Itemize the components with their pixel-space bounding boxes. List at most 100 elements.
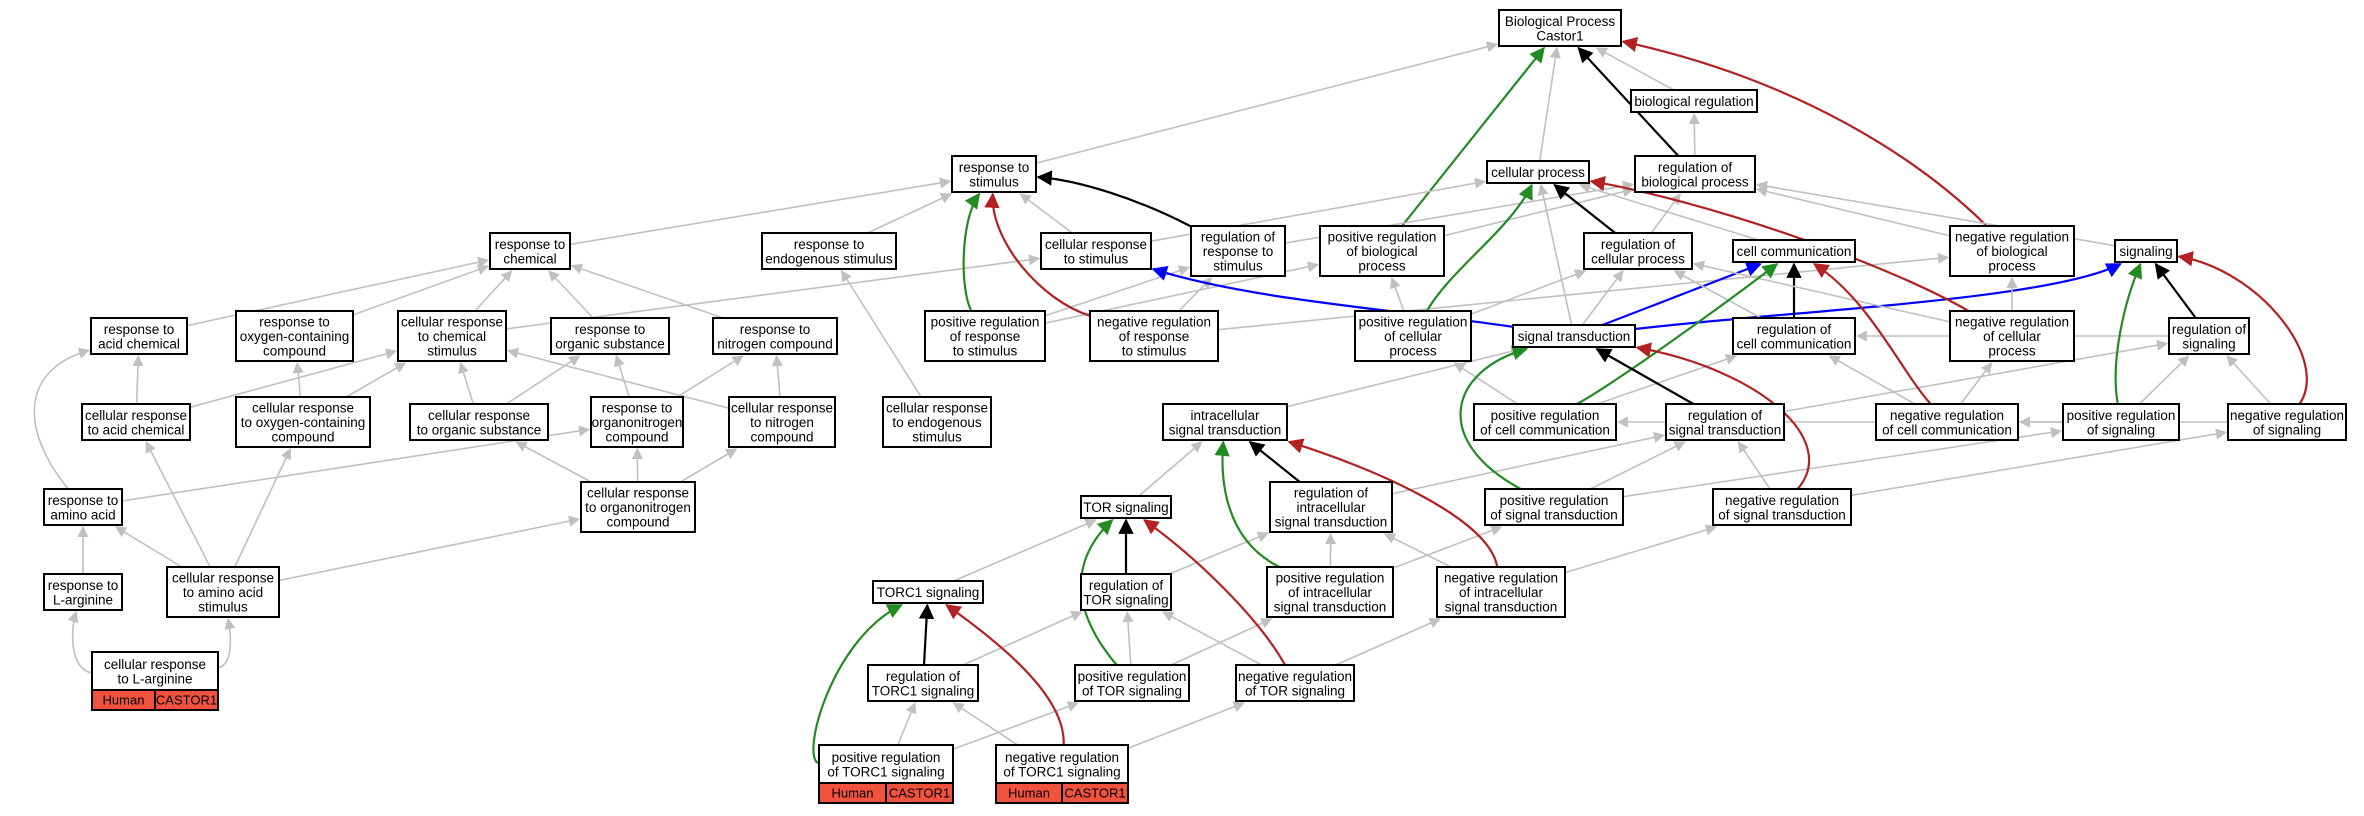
edge-is-a: [1390, 276, 1405, 312]
node-label-line: Castor1: [1536, 28, 1583, 43]
go-term-node[interactable]: cell communication: [1732, 239, 1856, 263]
node-box: [81, 403, 191, 441]
edge-is-a: [121, 425, 591, 502]
node-label-line: cell communication: [1737, 336, 1852, 351]
node-box: [550, 317, 670, 355]
edge-is-a: [1019, 193, 1073, 234]
node-label-line: organic substance: [555, 336, 665, 351]
go-term-node[interactable]: TOR signaling: [1080, 495, 1172, 519]
edge-is-a: [1579, 182, 1759, 241]
node-label-line: Biological Process: [1505, 14, 1616, 29]
edge-negatively-regulates: [1621, 37, 1988, 227]
node-label-line: TOR signaling: [1083, 500, 1168, 515]
go-term-node[interactable]: signaling: [2114, 239, 2178, 263]
node-box: [166, 566, 280, 618]
node-label-line: response to: [104, 322, 175, 337]
go-term-node[interactable]: TORC1 signaling: [872, 580, 984, 604]
node-label-line: negative regulation: [1955, 315, 2069, 330]
go-term-node[interactable]: cellular process: [1486, 160, 1590, 184]
go-term-node[interactable]: signal transduction: [1512, 324, 1636, 348]
node-label-line: cellular response: [428, 408, 530, 423]
node-label-line: of biological: [1976, 244, 2047, 259]
node-label-line: regulation of: [1089, 578, 1164, 593]
node-label-line: stimulus: [427, 344, 477, 359]
node-box: [90, 317, 188, 355]
node-label-line: to organic substance: [417, 422, 542, 437]
edge-part-of: [1553, 184, 1616, 234]
edge-is-a: [33, 347, 91, 490]
edge-is-a: [1673, 270, 1762, 319]
node-label-line: response to: [602, 401, 673, 416]
node-label-line: of intracellular: [1288, 585, 1373, 600]
edge-is-a: [1392, 525, 1503, 569]
node-label-line: compound: [271, 430, 334, 445]
node-label-line: of cell communication: [1882, 422, 2012, 437]
node-label-line: response to: [495, 237, 566, 252]
go-term-node[interactable]: biological regulation: [1630, 89, 1758, 113]
edge-negatively-regulates: [1142, 519, 1286, 666]
node-label-line: process: [1358, 259, 1406, 274]
go-term-node[interactable]: response toL-arginine: [43, 573, 123, 611]
edge-is-a: [234, 447, 292, 568]
edge-is-a: [771, 354, 784, 398]
node-label-line: negative regulation: [1725, 493, 1839, 508]
node-box: [2062, 403, 2180, 441]
node-label-line: positive regulation: [1359, 315, 1468, 330]
node-box: [1074, 664, 1190, 702]
node-label-line: response to: [575, 322, 646, 337]
edge-is-a: [569, 177, 952, 246]
node-label-line: to organonitrogen: [585, 500, 691, 515]
edge-is-a: [1783, 339, 2169, 413]
node-box: [2168, 317, 2250, 355]
node-box: [728, 396, 836, 448]
